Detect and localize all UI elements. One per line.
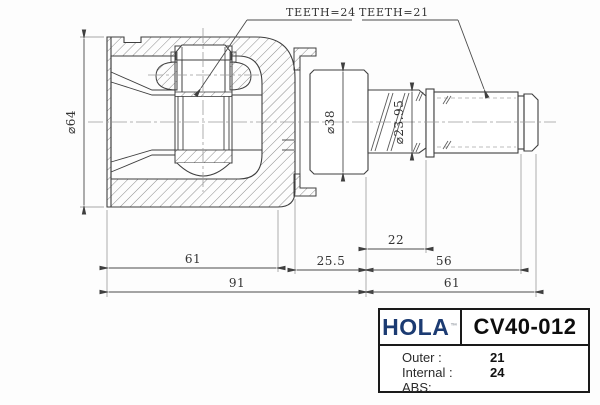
boot-flange-bottom <box>293 173 317 197</box>
bore-lead-in-lines <box>110 71 262 173</box>
spec-label-abs: ABS: <box>402 380 432 395</box>
dim-label-dia64: ⌀64 <box>64 110 78 134</box>
spec-value-outer: 21 <box>490 350 505 365</box>
boot-flange <box>293 47 317 197</box>
spec-value-abs <box>468 380 490 395</box>
shaft-nut-band <box>174 149 233 164</box>
spec-row-internal: Internal : 24 <box>402 365 588 380</box>
dim-label-dia2395: ⌀23.95 <box>392 100 406 145</box>
housing-wall-hatched <box>106 36 296 208</box>
centerlines <box>88 28 556 192</box>
boot-flange-top <box>293 47 317 71</box>
spec-value-internal: 24 <box>490 365 505 380</box>
inner-race-column <box>174 45 233 164</box>
shaft-end-cap <box>523 93 539 152</box>
race-seat-band <box>174 91 233 97</box>
title-block-specs: Outer : 21 Internal : 24 ABS: <box>380 346 588 395</box>
shaft-shoulder-ring <box>425 88 435 158</box>
spec-label-internal: Internal : <box>402 365 453 380</box>
spec-label-outer: Outer : <box>402 350 442 365</box>
brand-logo-text: HOLA <box>382 313 450 340</box>
spec-row-abs: ABS: <box>402 380 588 395</box>
race-cap <box>175 44 232 61</box>
shaft-ball-end <box>176 162 231 177</box>
dim-label-61-right: 61 <box>444 276 460 290</box>
dim-label-22: 22 <box>388 233 404 247</box>
dim-label-dia38: ⌀38 <box>323 110 337 134</box>
dim-label-56: 56 <box>436 254 452 268</box>
trademark-mark: ™ <box>450 323 458 330</box>
dimension-extension-lines <box>80 36 537 297</box>
teeth21-label: TEETH=21 <box>359 6 429 19</box>
part-number: CV40-012 <box>473 314 577 339</box>
dim-label-91: 91 <box>229 276 245 290</box>
dimension-lines <box>81 29 544 295</box>
roller-right-hatched <box>229 61 252 91</box>
dimension-labels: ⌀64 ⌀38 ⌀23.95 61 25.5 22 56 91 61 <box>64 100 460 290</box>
spec-row-outer: Outer : 21 <box>402 350 588 365</box>
teeth-callouts <box>193 19 490 99</box>
dim-label-61-left: 61 <box>185 252 201 266</box>
teeth24-label: TEETH=24 <box>286 6 356 19</box>
housing-section <box>106 36 296 208</box>
spline-bore-lines <box>177 96 230 150</box>
shaft-body <box>433 91 519 154</box>
teeth24-leader <box>193 19 248 98</box>
teeth21-leader <box>457 19 490 99</box>
roller-left-hatched <box>155 61 178 91</box>
dim-label-25-5: 25.5 <box>317 254 346 268</box>
shaft-break-ticks <box>442 95 452 150</box>
shaft-spline-root-lines <box>437 97 516 148</box>
shaft-splined-end <box>433 91 539 154</box>
inner-mechanism <box>110 44 262 177</box>
